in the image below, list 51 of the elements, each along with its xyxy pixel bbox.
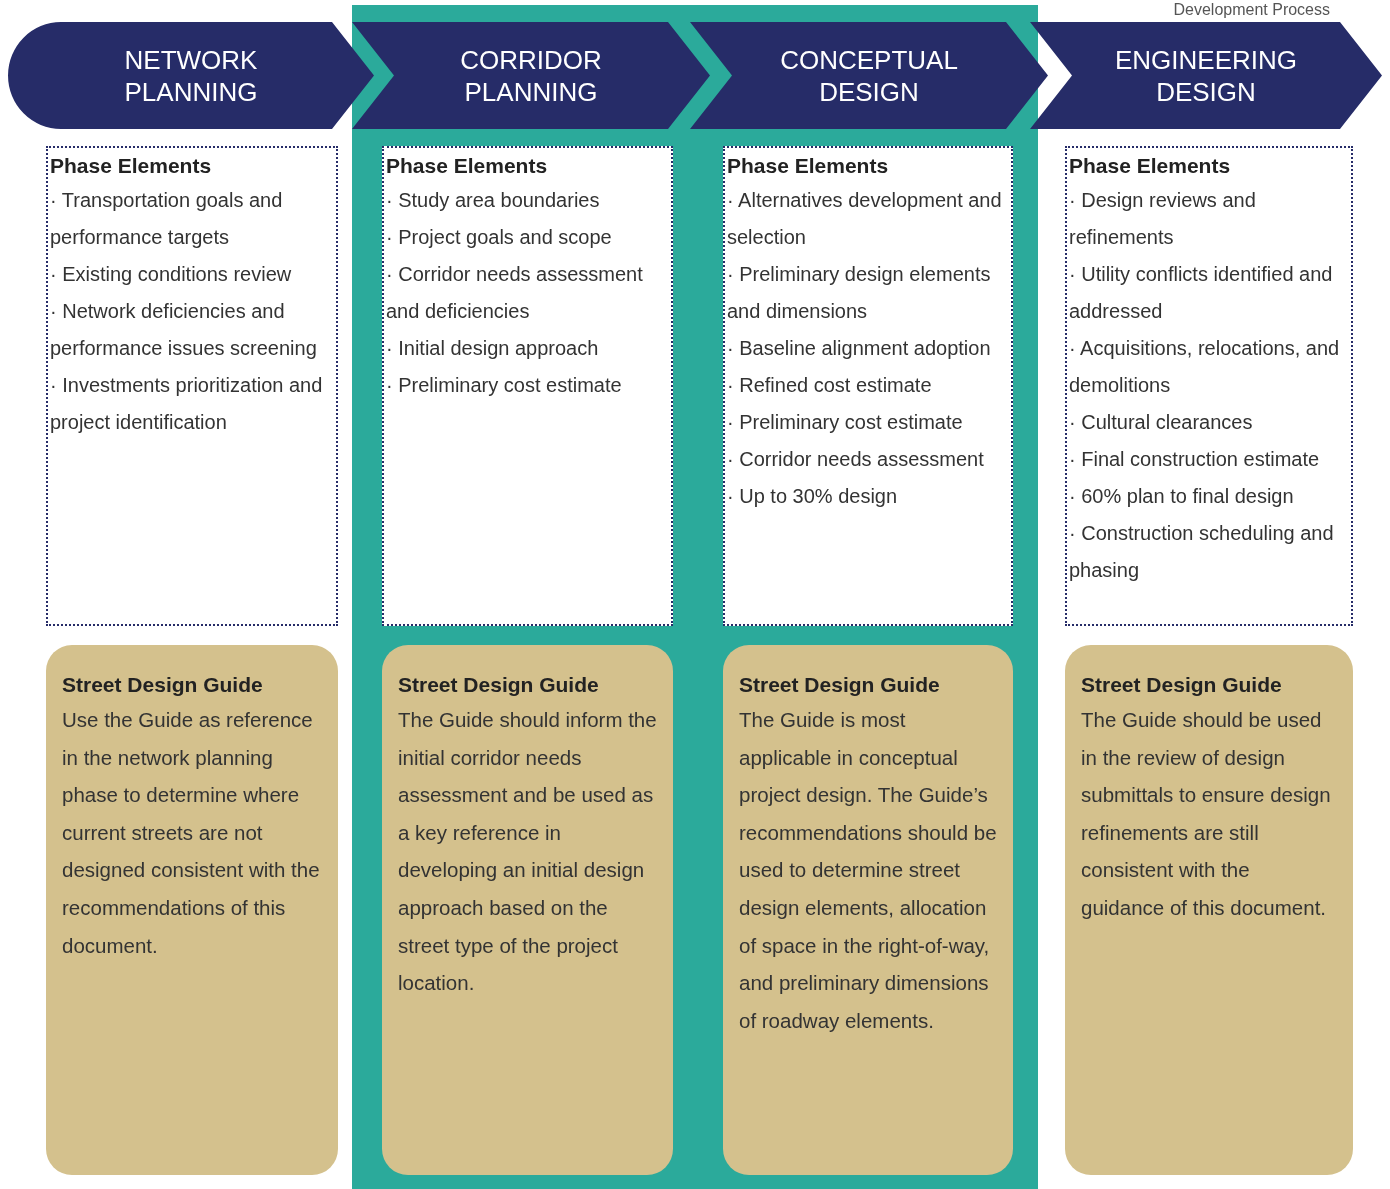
- bullet-item: · Project goals and scope: [386, 225, 613, 250]
- bullet-item: · Preliminary cost estimate: [727, 410, 964, 435]
- bullet-item: · Study area boundaries: [386, 188, 601, 213]
- bullet-item: · Alternatives development and selection: [727, 188, 1003, 250]
- phase-banner: [1030, 22, 1382, 129]
- bullet-item: · Preliminary cost estimate: [386, 373, 623, 398]
- phase-title: CONCEPTUAL DESIGN: [779, 43, 959, 108]
- dotted-box: [1065, 146, 1353, 626]
- dotted-box: [723, 146, 1013, 626]
- bullet-item: · Construction scheduling and phasing: [1069, 521, 1335, 583]
- rounded-card: [382, 645, 673, 1175]
- bullet-item: · Corridor needs assessment: [727, 447, 985, 472]
- bullet-item: · Up to 30% design: [727, 484, 899, 509]
- bullet-item: · Existing conditions review: [50, 262, 293, 287]
- phase-title: ENGINEERING DESIGN: [1114, 43, 1298, 108]
- guide-text: The Guide should inform the initial corridor needs assessment and be used as a key reference in developing an initial design approach based on the street type of the project location.: [398, 707, 657, 997]
- rounded-card: [1065, 645, 1353, 1175]
- card-heading: Street Design Guide: [62, 672, 264, 698]
- section-heading: Phase Elements: [50, 153, 213, 179]
- rounded-card: [46, 645, 338, 1175]
- phase-banner: [690, 22, 1048, 129]
- bullet-item: · Initial design approach: [386, 336, 600, 361]
- section-heading: Phase Elements: [727, 153, 890, 179]
- phase-banner: [8, 22, 374, 129]
- bullet-item: · 60% plan to final design: [1069, 484, 1295, 509]
- guide-text: The Guide should be used in the review of design submittals to ensure design refinements are still consistent with the guidance of this document.: [1081, 707, 1332, 921]
- bullet-item: · Corridor needs assessment and deficiencies: [386, 262, 644, 324]
- dotted-box: [382, 146, 673, 626]
- phase-title: NETWORK PLANNING: [123, 43, 259, 108]
- card-heading: Street Design Guide: [398, 672, 600, 698]
- bullet-item: · Network deficiencies and performance issues screening: [50, 299, 318, 361]
- bullet-item: · Acquisitions, relocations, and demolitions: [1069, 336, 1341, 398]
- bullet-item: · Cultural clearances: [1069, 410, 1254, 435]
- bullet-item: · Refined cost estimate: [727, 373, 933, 398]
- bullet-item: · Investments prioritization and project identification: [50, 373, 324, 435]
- guide-text: The Guide is most applicable in conceptual project design. The Guide’s recommendations should be used to determine street design elements, allocation of space in the right-of-way, and preliminary dimensions of roadway elements.: [739, 707, 997, 1034]
- bullet-item: · Design reviews and refinements: [1069, 188, 1257, 250]
- bullet-item: · Baseline alignment adoption: [727, 336, 992, 361]
- guide-text: Use the Guide as reference in the network planning phase to determine where current streets are not designed consistent with the recommendations of this document.: [62, 707, 321, 959]
- rounded-card: [723, 645, 1013, 1175]
- bullet-item: · Utility conflicts identified and addressed: [1069, 262, 1334, 324]
- bullet-item: · Final construction estimate: [1069, 447, 1321, 472]
- dotted-box: [46, 146, 338, 626]
- section-heading: Phase Elements: [386, 153, 549, 179]
- bullet-item: · Preliminary design elements and dimensions: [727, 262, 992, 324]
- phase-title: CORRIDOR PLANNING: [459, 43, 603, 108]
- section-heading: Phase Elements: [1069, 153, 1232, 179]
- phase-banner: [352, 22, 710, 129]
- card-heading: Street Design Guide: [1081, 672, 1283, 698]
- bullet-item: · Transportation goals and performance targets: [50, 188, 284, 250]
- card-heading: Street Design Guide: [739, 672, 941, 698]
